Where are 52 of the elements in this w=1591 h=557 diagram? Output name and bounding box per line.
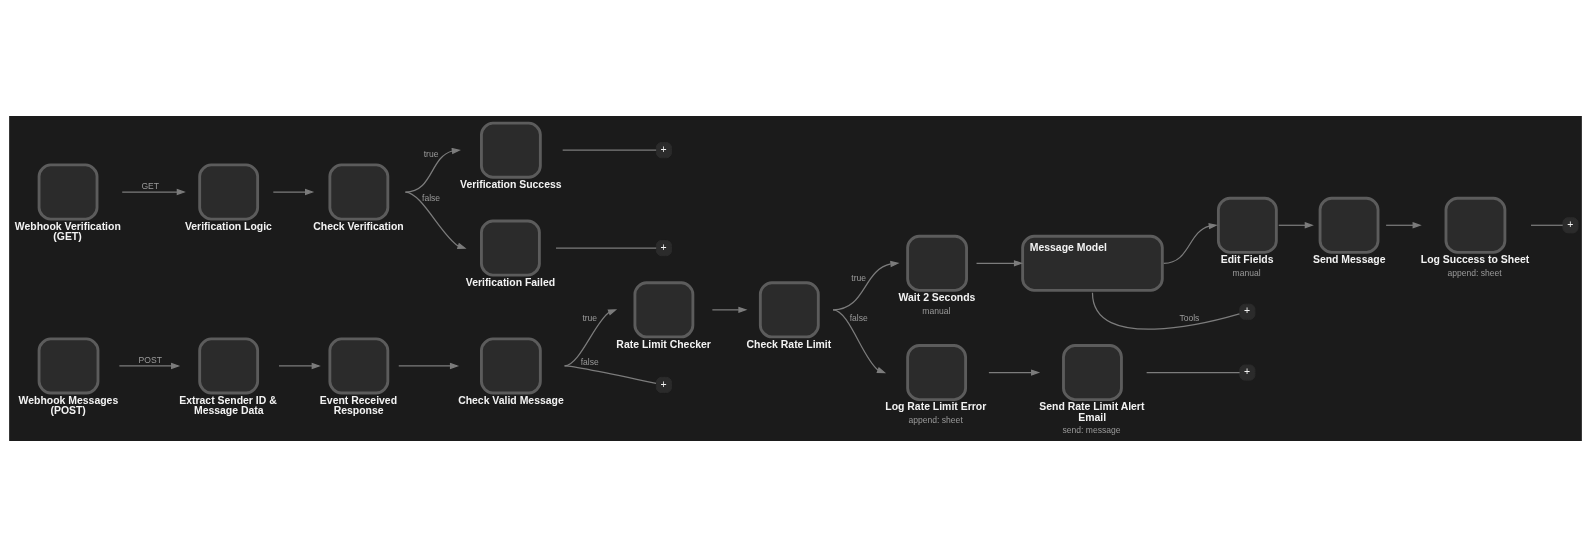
- arrow: [975, 260, 1024, 267]
- node-label: Send Rate Limit Alert Email: [1039, 401, 1145, 423]
- arrow: [398, 362, 460, 370]
- node-label: Send Message: [1312, 254, 1386, 266]
- connector: [1146, 371, 1241, 374]
- connector: [562, 149, 657, 151]
- arrow: [1385, 222, 1422, 229]
- node-label: Rate Limit Checker: [616, 338, 711, 350]
- node-label: Wait 2 Seconds: [898, 292, 976, 304]
- arrow: [711, 306, 748, 314]
- edge-label: true: [851, 272, 867, 283]
- connector: [1530, 224, 1564, 226]
- node-label: manual: [922, 305, 951, 316]
- node-label: append: sheet: [908, 415, 963, 426]
- edge-label: true: [423, 149, 439, 160]
- node-label: Webhook Verification (GET): [14, 220, 121, 243]
- edge-label: false: [849, 313, 868, 324]
- arrow: [272, 188, 315, 196]
- node-label: send: message: [1062, 424, 1121, 435]
- node-label: Verification Logic: [184, 220, 272, 232]
- node-label: append: sheet: [1447, 267, 1502, 278]
- connector: [563, 365, 657, 385]
- edge-label: true: [582, 312, 598, 323]
- edge-label: POST: [138, 355, 162, 366]
- arrow: [404, 191, 467, 249]
- node-label: Log Rate Limit Error: [885, 401, 987, 413]
- node-label: Log Success to Sheet: [1420, 254, 1530, 266]
- node-label: Check Verification: [313, 220, 404, 232]
- arrow: [404, 147, 461, 193]
- edge-label: false: [580, 357, 599, 368]
- node-label: Webhook Messages (POST): [18, 394, 119, 417]
- connector: [1091, 292, 1240, 330]
- arrow: [121, 188, 186, 196]
- arrow: [988, 369, 1041, 376]
- node-label: Check Valid Message: [458, 394, 564, 406]
- arrow: [832, 309, 887, 374]
- connector: [555, 247, 657, 249]
- node-label: Verification Failed: [465, 276, 556, 288]
- arrow: [118, 362, 181, 370]
- edge-label: false: [422, 192, 441, 203]
- arrow: [1278, 222, 1314, 229]
- node-label: Verification Success: [460, 179, 562, 191]
- node-label: Event Received Response: [319, 394, 398, 417]
- edge-label: GET: [141, 181, 160, 192]
- edge-label: Tools: [1179, 313, 1200, 324]
- arrow: [278, 362, 321, 370]
- arrow: [1163, 222, 1218, 264]
- arrow: [832, 260, 900, 311]
- node-label: manual: [1232, 267, 1261, 278]
- node-label: Edit Fields: [1220, 254, 1274, 266]
- node-label: Extract Sender ID & Message Data: [179, 394, 277, 417]
- node-label: Check Rate Limit: [746, 338, 832, 350]
